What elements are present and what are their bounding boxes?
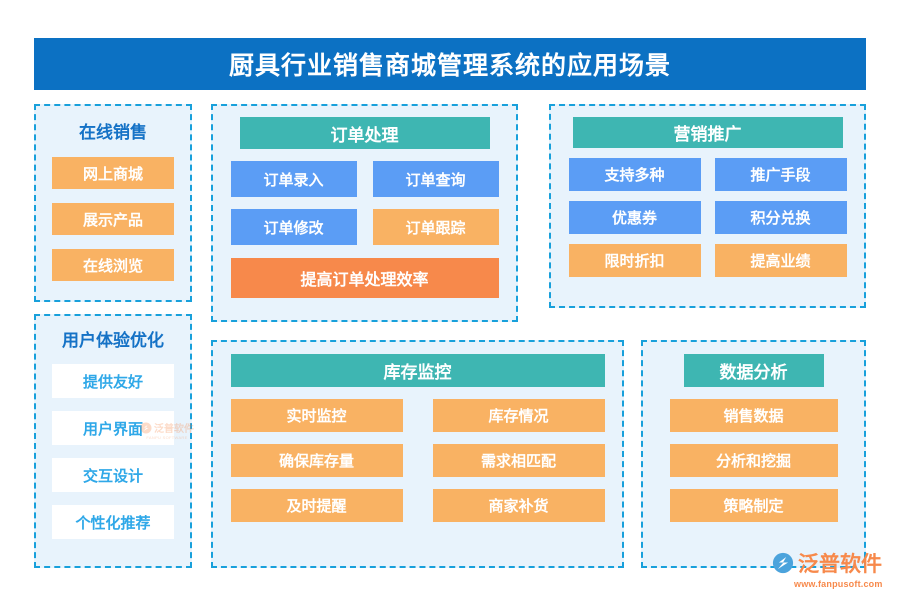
chip-inventory-status[interactable]: 库存情况 bbox=[432, 399, 605, 432]
fanpu-logo-icon bbox=[772, 552, 794, 574]
marketing-row-3: 限时折扣 提高业绩 bbox=[568, 244, 847, 277]
panel-data-analytics: 数据分析 销售数据 分析和挖掘 策略制定 bbox=[641, 340, 866, 568]
chip-order-query[interactable]: 订单查询 bbox=[372, 161, 499, 197]
chip-marketing-discount[interactable]: 限时折扣 bbox=[568, 244, 701, 277]
chip-marketing-1b[interactable]: 推广手段 bbox=[714, 158, 847, 191]
panel-marketing-promotion-heading: 营销推广 bbox=[572, 117, 843, 148]
panel-order-processing-heading: 订单处理 bbox=[239, 117, 490, 149]
panel-online-sales: 在线销售 网上商城 展示产品 在线浏览 bbox=[34, 104, 192, 302]
chip-inventory-restock[interactable]: 商家补货 bbox=[432, 489, 605, 522]
chip-inventory-realtime[interactable]: 实时监控 bbox=[230, 399, 403, 432]
chip-marketing-coupon[interactable]: 优惠券 bbox=[568, 201, 701, 234]
panel-inventory-monitoring-heading: 库存监控 bbox=[230, 354, 605, 387]
chip-order-modify[interactable]: 订单修改 bbox=[230, 209, 357, 245]
order-row-2: 订单修改 订单跟踪 bbox=[230, 209, 499, 245]
chip-order-tracking[interactable]: 订单跟踪 bbox=[372, 209, 499, 245]
marketing-row-2: 优惠券 积分兑换 bbox=[568, 201, 847, 234]
panel-marketing-promotion: 营销推广 支持多种 推广手段 优惠券 积分兑换 限时折扣 提高业绩 bbox=[549, 104, 866, 308]
marketing-row-1: 支持多种 推广手段 bbox=[568, 158, 847, 191]
panel-online-sales-heading: 在线销售 bbox=[79, 123, 147, 142]
chip-ux-1[interactable]: 提供友好 bbox=[52, 364, 174, 398]
brand-logo: 泛普软件 www.fanpusoft.com bbox=[772, 548, 883, 589]
panel-user-experience: 用户体验优化 提供友好 用户界面 交互设计 个性化推荐 bbox=[34, 314, 192, 568]
brand-logo-row: 泛普软件 bbox=[772, 548, 882, 578]
chip-online-sales-2[interactable]: 展示产品 bbox=[52, 203, 174, 235]
chip-ux-2[interactable]: 用户界面 bbox=[52, 411, 174, 445]
page-header-banner: 厨具行业销售商城管理系统的应用场景 bbox=[34, 38, 866, 90]
inventory-row-1: 实时监控 库存情况 bbox=[230, 399, 605, 432]
panel-user-experience-heading: 用户体验优化 bbox=[62, 331, 164, 350]
brand-logo-name: 泛普软件 bbox=[798, 553, 882, 576]
chip-inventory-reminder[interactable]: 及时提醒 bbox=[230, 489, 403, 522]
inventory-row-2: 确保库存量 需求相匹配 bbox=[230, 444, 605, 477]
page-title: 厨具行业销售商城管理系统的应用场景 bbox=[228, 52, 671, 80]
panel-inventory-monitoring: 库存监控 实时监控 库存情况 确保库存量 需求相匹配 及时提醒 商家补货 bbox=[211, 340, 624, 568]
panel-data-analytics-heading: 数据分析 bbox=[683, 354, 824, 387]
order-row-1: 订单录入 订单查询 bbox=[230, 161, 499, 197]
chip-order-efficiency[interactable]: 提高订单处理效率 bbox=[230, 258, 499, 298]
chip-marketing-points[interactable]: 积分兑换 bbox=[714, 201, 847, 234]
chip-analytics-2[interactable]: 分析和挖掘 bbox=[669, 444, 838, 477]
chip-marketing-performance[interactable]: 提高业绩 bbox=[714, 244, 847, 277]
chip-analytics-1[interactable]: 销售数据 bbox=[669, 399, 838, 432]
chip-ux-3[interactable]: 交互设计 bbox=[52, 458, 174, 492]
chip-analytics-3[interactable]: 策略制定 bbox=[669, 489, 838, 522]
chip-ux-4[interactable]: 个性化推荐 bbox=[52, 505, 174, 539]
chip-marketing-1a[interactable]: 支持多种 bbox=[568, 158, 701, 191]
chip-order-entry[interactable]: 订单录入 bbox=[230, 161, 357, 197]
panel-order-processing: 订单处理 订单录入 订单查询 订单修改 订单跟踪 提高订单处理效率 bbox=[211, 104, 518, 322]
inventory-row-3: 及时提醒 商家补货 bbox=[230, 489, 605, 522]
brand-logo-url: www.fanpusoft.com bbox=[794, 579, 883, 589]
chip-online-sales-1[interactable]: 网上商城 bbox=[52, 157, 174, 189]
chip-online-sales-3[interactable]: 在线浏览 bbox=[52, 249, 174, 281]
chip-inventory-demand-match[interactable]: 需求相匹配 bbox=[432, 444, 605, 477]
chip-inventory-ensure-stock[interactable]: 确保库存量 bbox=[230, 444, 403, 477]
